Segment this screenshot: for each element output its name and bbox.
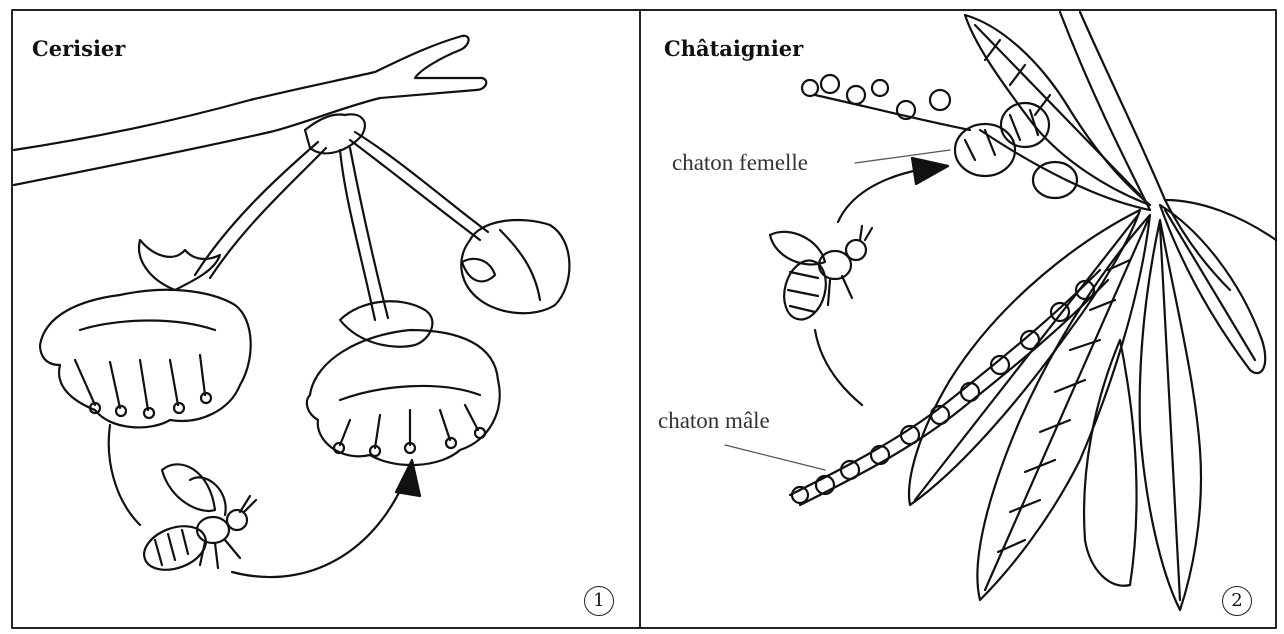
panel-number-1: 1 [584,586,614,616]
female-catkin [802,75,1077,198]
bee-right [770,226,872,324]
panel-number-2: 2 [1222,586,1252,616]
panel-title-cerisier: Cerisier [32,36,125,61]
cherry-stems [195,132,488,320]
bee-left [138,464,256,577]
label-female-catkin: chaton femelle [672,150,808,176]
pollination-arrows-right [815,158,948,405]
cherry-bud [461,220,569,313]
cherry-flower-left [40,240,251,427]
label-male-catkin: chaton mâle [658,408,770,434]
pollination-arrows-left [109,425,420,577]
chestnut-leaves [909,15,1265,610]
chestnut-branch [980,12,1276,290]
panel-title-chataignier: Châtaignier [664,36,803,61]
male-catkin [790,270,1108,505]
cherry-flower-right [307,301,500,465]
outer-border [12,10,1276,628]
